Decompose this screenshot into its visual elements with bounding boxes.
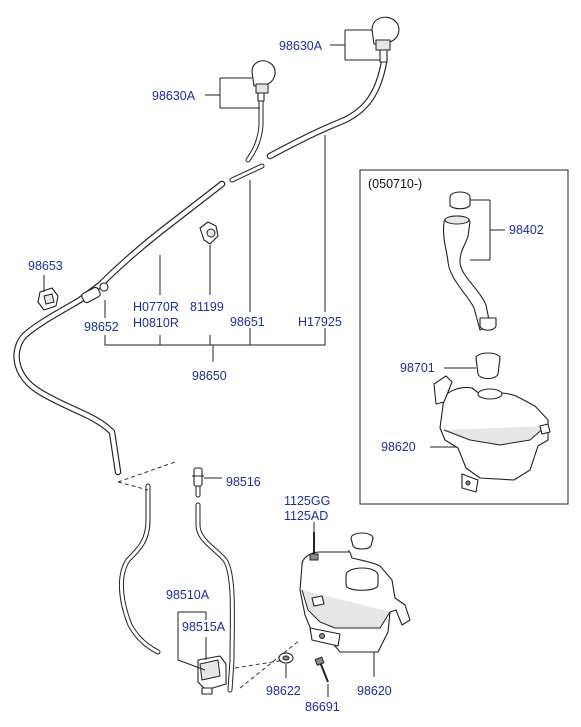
- inset-title: (050710-): [368, 177, 422, 191]
- label-inset-reservoir: 98620: [381, 440, 416, 454]
- label-motor: 98515A: [182, 620, 226, 634]
- label-inset-neck: 98402: [509, 223, 544, 237]
- inset-neck-icon: [443, 191, 497, 331]
- inset-seal-icon: [475, 352, 501, 380]
- bolt-icon: [309, 532, 319, 561]
- connector-icon: [192, 467, 204, 487]
- label-bolt-a: 1125GG: [284, 494, 330, 508]
- washer-motor-icon: [197, 655, 227, 695]
- inset-leader-lines: [430, 199, 505, 448]
- reservoir-main-icon: [299, 532, 411, 653]
- label-clip-mid: 81199: [190, 300, 224, 314]
- label-hose-assy: 98650: [192, 369, 227, 383]
- hose-clip-mid-icon: [199, 221, 219, 245]
- label-joint-mid: 98651: [230, 315, 265, 329]
- label-motor-assy: 98510A: [166, 588, 210, 602]
- label-bolt-b: 1125AD: [284, 509, 328, 523]
- label-reservoir: 98620: [357, 684, 392, 698]
- hose-joint-left-icon: [81, 282, 109, 304]
- label-connector: 98516: [226, 475, 261, 489]
- label-nozzle-left: 98630A: [152, 89, 196, 103]
- washer-hose-main: [13, 58, 388, 476]
- leader-lines: [43, 29, 380, 697]
- label-nozzle-right: 98630A: [279, 39, 323, 53]
- label-grommet: 98622: [266, 684, 301, 698]
- nozzle-left-icon: [251, 60, 276, 102]
- label-screw: 86691: [305, 700, 340, 714]
- hose-clip-left-icon: [37, 287, 59, 311]
- label-hose-b: H0810R: [133, 316, 179, 330]
- label-joint-left: 98652: [84, 320, 119, 334]
- label-hose-main: H17925: [298, 315, 342, 329]
- label-hose-a: H0770R: [133, 300, 179, 314]
- screw-icon: [314, 656, 329, 683]
- grommet-icon: [278, 652, 294, 664]
- label-clip-left: 98653: [28, 259, 63, 273]
- nozzle-right-icon: [371, 16, 400, 63]
- part-labels: 98630A 98630A 98653 98652 H0770R H0810R …: [28, 39, 544, 714]
- label-inset-seal: 98701: [400, 361, 435, 375]
- inset-reservoir-icon: [433, 375, 551, 493]
